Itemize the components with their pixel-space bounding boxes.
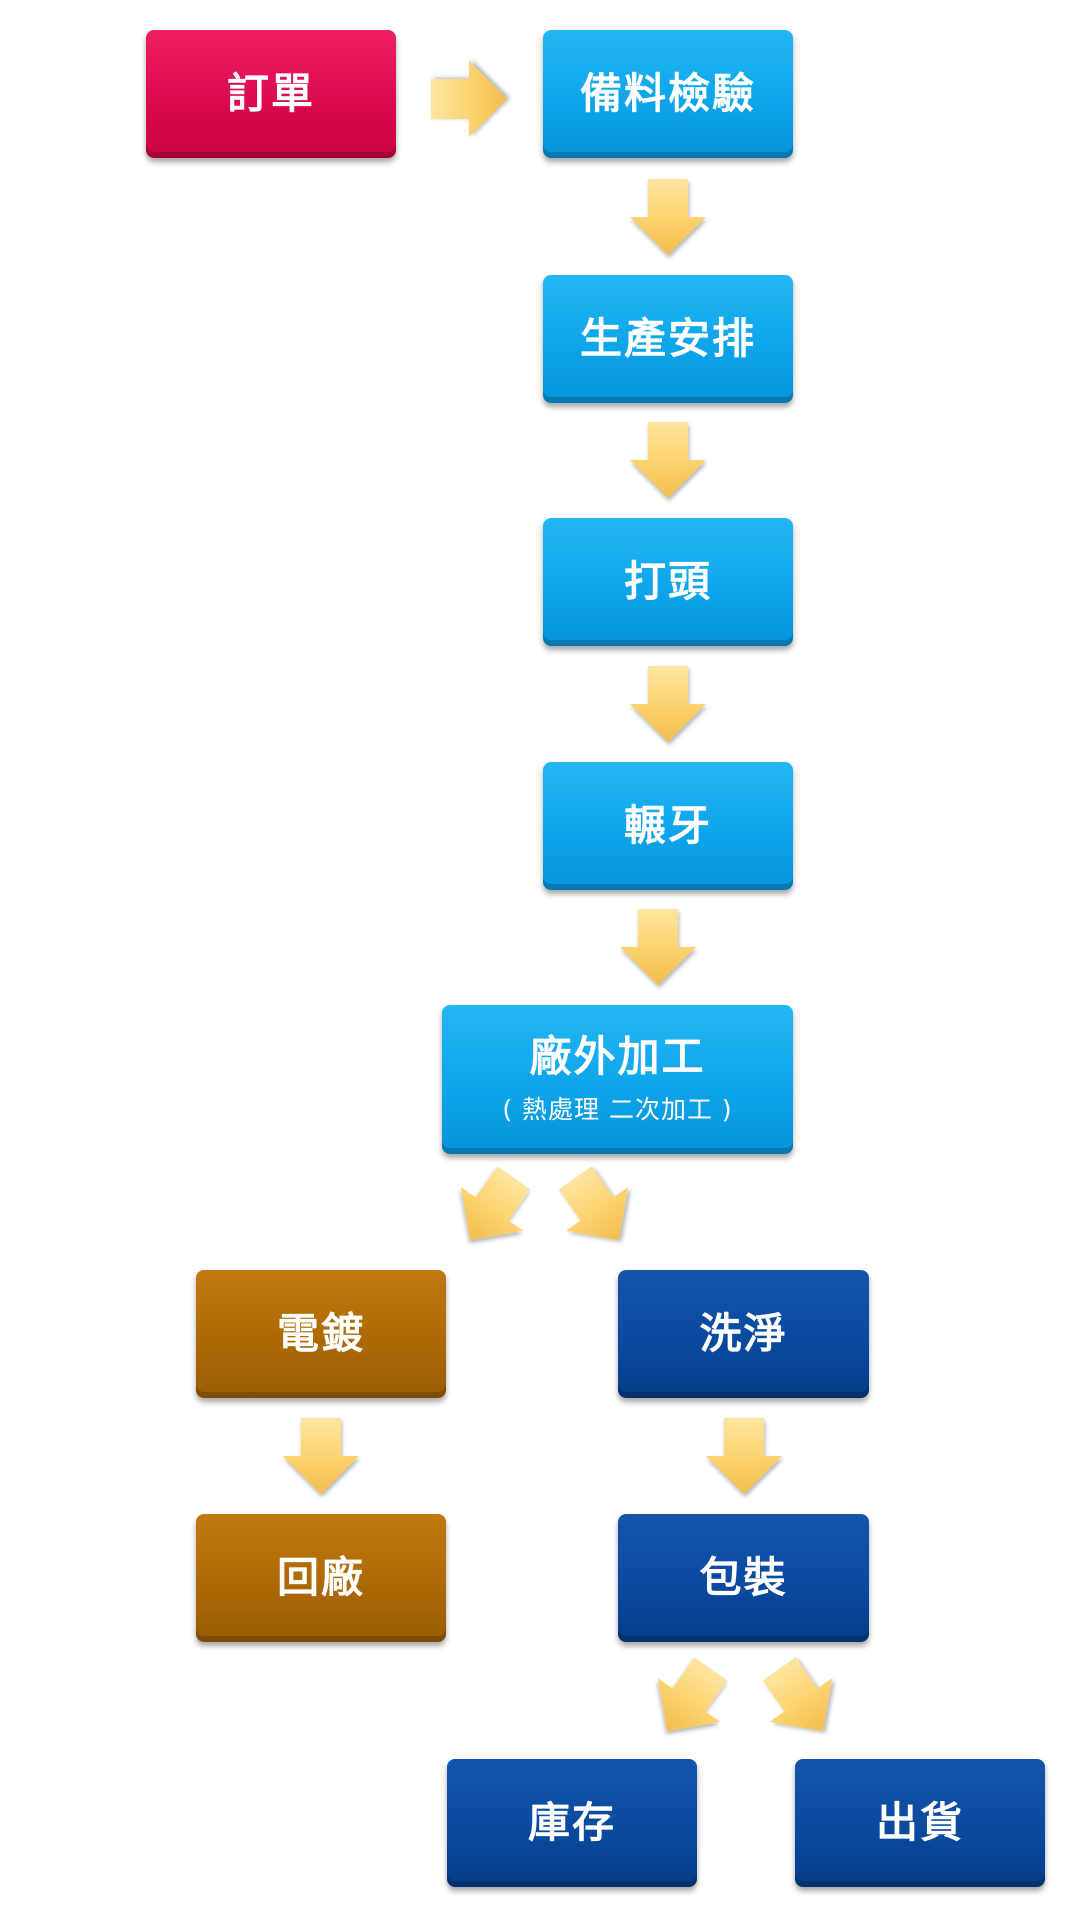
return-to-factory-box: 回廠 [196,1514,446,1642]
order-box: 訂單 [146,30,396,158]
arrow-down-icon [630,666,706,742]
electroplating-label: 電鍍 [276,1308,365,1358]
packaging-label: 包裝 [699,1552,788,1602]
heading-label: 打頭 [623,556,712,606]
production-scheduling-box: 生產安排 [543,275,793,403]
arrow-right-icon [431,61,507,137]
material-inspection-label: 備料檢驗 [579,68,756,118]
inventory-box: 庫存 [447,1759,697,1887]
outsourced-processing-label: 廠外加工 [529,1032,706,1082]
arrow-down-icon [620,909,696,985]
cleaning-label: 洗淨 [699,1308,788,1358]
thread-rolling-box: 輾牙 [543,762,793,890]
arrow-down-right-icon [558,1166,629,1241]
arrow-down-icon [630,422,706,498]
heading-box: 打頭 [543,518,793,646]
outsourced-processing-note: ( 熱處理 二次加工 ) [502,1094,733,1124]
electroplating-box: 電鍍 [196,1270,446,1398]
cleaning-box: 洗淨 [618,1270,869,1398]
arrow-down-left-icon [460,1166,531,1241]
arrow-down-icon [283,1418,359,1494]
inventory-label: 庫存 [527,1797,616,1847]
arrow-down-left-icon [657,1657,728,1732]
arrow-down-icon [630,179,706,255]
arrow-down-icon [706,1418,782,1494]
material-inspection-box: 備料檢驗 [543,30,793,158]
production-scheduling-label: 生產安排 [579,313,756,363]
arrow-down-right-icon [762,1657,833,1732]
return-to-factory-label: 回廠 [276,1552,365,1602]
thread-rolling-label: 輾牙 [623,800,712,850]
packaging-box: 包裝 [618,1514,869,1642]
outsourced-processing-box: 廠外加工 ( 熱處理 二次加工 ) [442,1005,793,1154]
shipping-box: 出貨 [795,1759,1045,1887]
shipping-label: 出貨 [875,1797,964,1847]
order-label: 訂單 [226,68,315,118]
